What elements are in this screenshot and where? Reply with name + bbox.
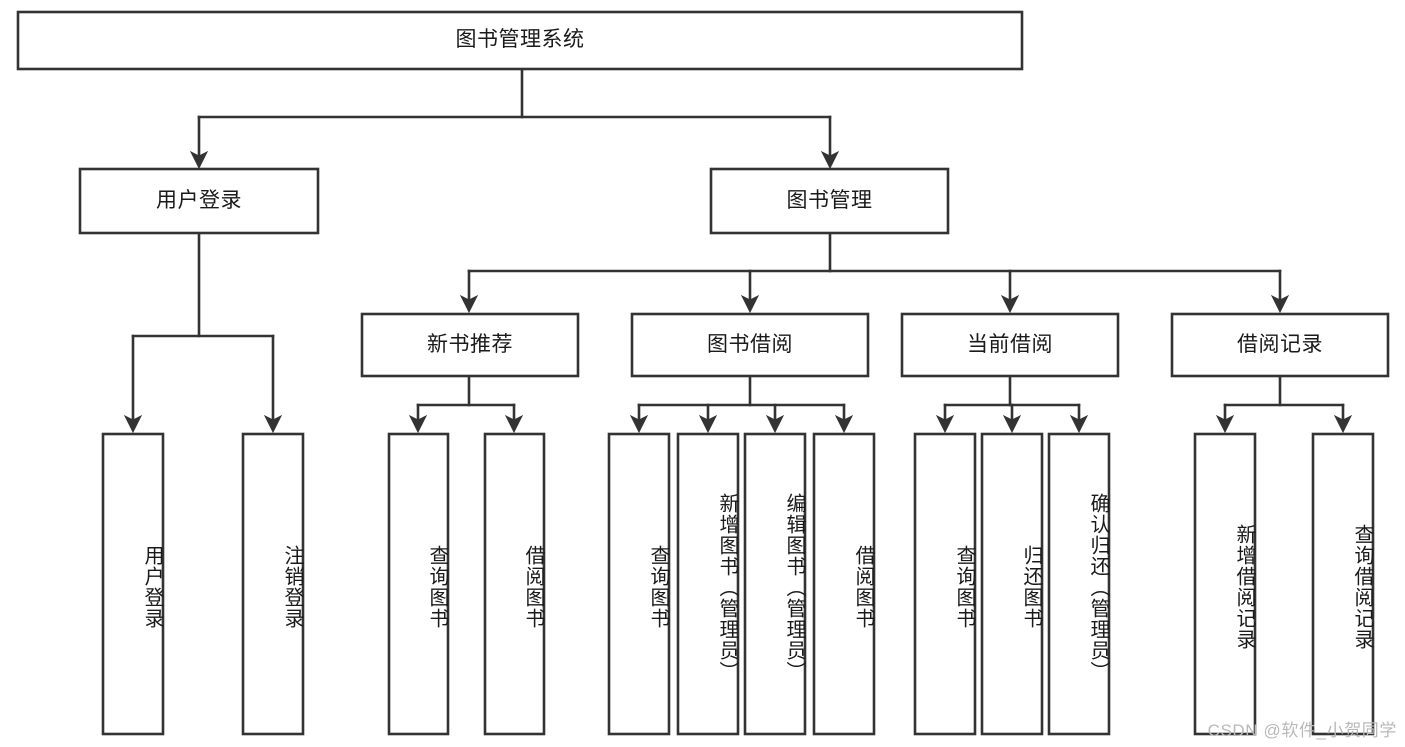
leaf-box-new-book-1[interactable] — [483, 432, 546, 736]
leaf-box-current-borrow-1[interactable] — [980, 432, 1044, 736]
connector-borrow-record-to-leaves — [1215, 374, 1353, 434]
connector-new-book-to-leaves — [408, 374, 524, 434]
watermark-text: CSDN @软件_小贺同学 — [1207, 721, 1397, 740]
connector-book-manage-to-level3 — [459, 231, 1290, 314]
leaf-box-user-login-1[interactable] — [241, 432, 305, 736]
node-box-borrow-record[interactable] — [1170, 312, 1390, 378]
node-box-book-manage[interactable] — [709, 167, 950, 235]
leaf-box-current-borrow-2[interactable] — [1047, 432, 1111, 736]
connector-book-borrow-to-leaves — [629, 374, 854, 434]
connector-user-login-to-leaves — [123, 231, 283, 434]
leaf-box-current-borrow-0[interactable] — [913, 432, 977, 736]
leaf-box-user-login-0[interactable] — [101, 432, 165, 736]
node-box-user-login[interactable] — [78, 167, 320, 235]
node-box-root[interactable] — [16, 10, 1024, 71]
connector-current-borrow-to-leaves — [935, 374, 1089, 434]
leaf-box-book-borrow-2[interactable] — [743, 432, 807, 736]
leaf-box-book-borrow-1[interactable] — [676, 432, 740, 736]
node-box-current-borrow[interactable] — [900, 312, 1120, 378]
leaf-box-book-borrow-0[interactable] — [607, 432, 671, 736]
connector-root-to-level2 — [189, 67, 840, 170]
leaf-box-book-borrow-3[interactable] — [812, 432, 876, 736]
leaf-box-borrow-record-0[interactable] — [1193, 432, 1257, 736]
node-box-book-borrow[interactable] — [630, 312, 870, 378]
leaf-box-new-book-0[interactable] — [387, 432, 450, 736]
leaf-box-borrow-record-1[interactable] — [1311, 432, 1375, 736]
node-box-new-book[interactable] — [360, 312, 580, 378]
